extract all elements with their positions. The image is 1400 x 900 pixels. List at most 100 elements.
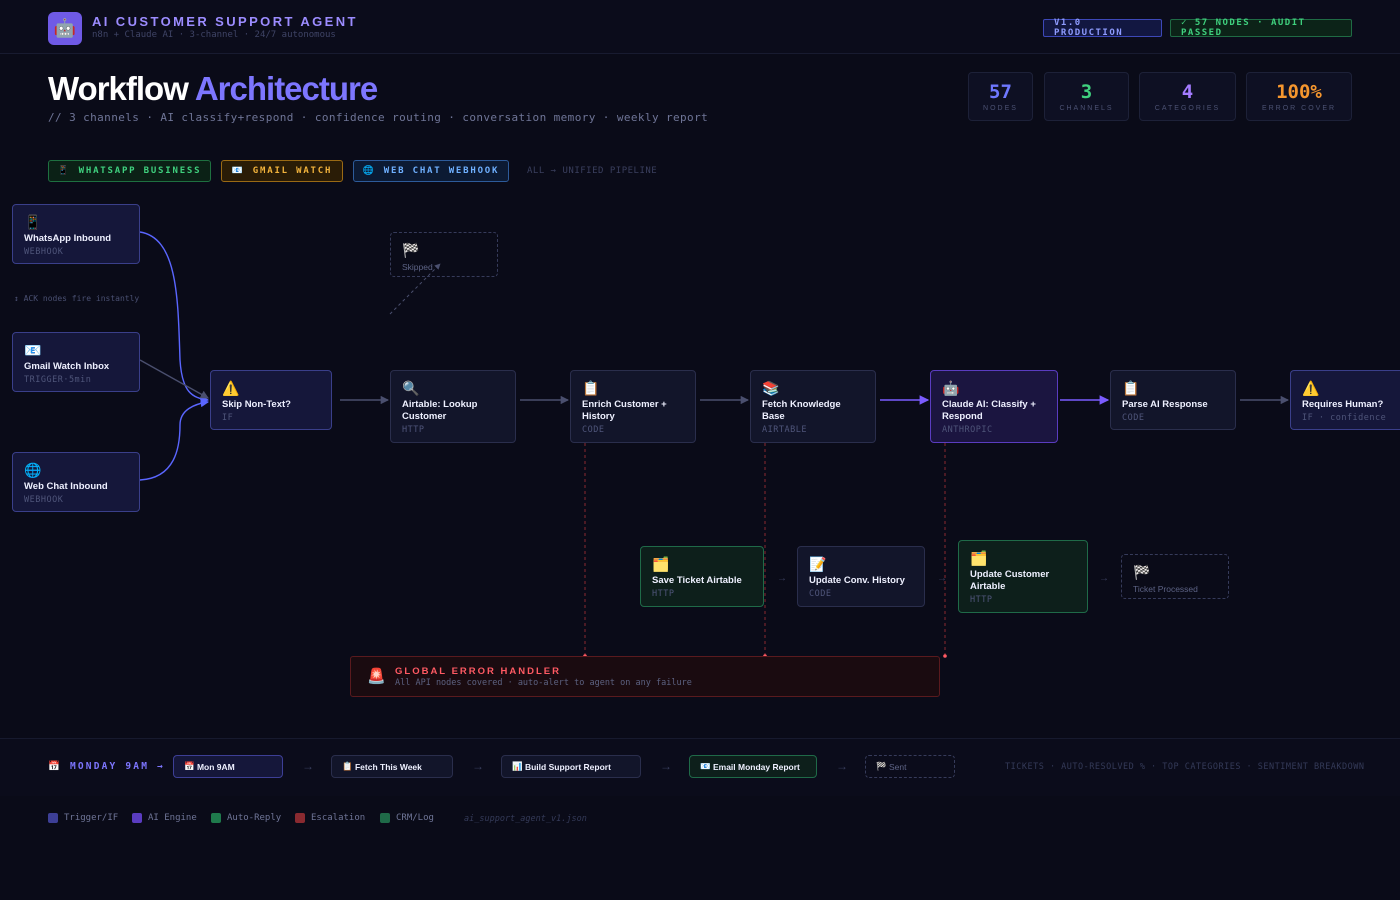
schedule-arrow: →	[472, 759, 484, 773]
legend-item-trigger: Trigger/IF	[48, 813, 118, 823]
legend-swatch	[48, 813, 58, 823]
clipboard-icon: 📋	[342, 761, 353, 771]
node-update-conv-history[interactable]: 📝 Update Conv. History CODE	[797, 546, 925, 607]
legend-item-escalation: Escalation	[295, 813, 365, 823]
edge-whatsapp-to-skip	[139, 231, 210, 404]
node-requires-human[interactable]: ⚠️ Requires Human? IF · confidence	[1290, 370, 1400, 430]
schedule-node-fetch-week[interactable]: 📋 Fetch This Week	[331, 755, 453, 778]
top-bar	[0, 0, 1400, 54]
node-type: WEBHOOK	[24, 247, 64, 257]
global-error-handler[interactable]: 🚨 GLOBAL ERROR HANDLER All API nodes cov…	[350, 656, 940, 697]
clipboard-icon: 📋	[582, 380, 600, 396]
schedule-arrow: →	[660, 759, 672, 773]
stat-value: 100%	[1276, 81, 1322, 103]
schedule-node-build-report[interactable]: 📊 Build Support Report	[501, 755, 641, 778]
warning-icon: ⚠️	[1302, 380, 1320, 396]
stat-nodes: 57 NODES	[968, 72, 1033, 121]
node-type: TRIGGER·5min	[24, 375, 92, 385]
svg-text:→: →	[777, 573, 787, 584]
channel-label: WHATSAPP BUSINESS	[78, 166, 202, 176]
pipeline-note: ALL → UNIFIED PIPELINE	[527, 166, 658, 176]
legend-swatch	[211, 813, 221, 823]
svg-text:→: →	[1099, 573, 1109, 584]
node-type: HTTP	[402, 425, 425, 435]
node-ticket-processed[interactable]: 🏁 Ticket Processed	[1121, 554, 1229, 599]
page-title-accent: Architecture	[194, 70, 378, 107]
mail-icon: 📧	[231, 166, 245, 176]
schedule-node-label: Sent	[888, 761, 907, 772]
phone-icon: 📱	[24, 214, 42, 230]
node-name: Fetch Knowledge Base	[762, 399, 841, 422]
node-skip-non-text[interactable]: ⚠️ Skip Non-Text? IF	[210, 370, 332, 430]
node-name: Skipped	[402, 262, 433, 272]
node-name: WhatsApp Inbound	[24, 233, 112, 244]
node-name: Update Customer Airtable	[970, 569, 1050, 592]
channel-gmail[interactable]: 📧 GMAIL WATCH	[221, 160, 343, 182]
node-fetch-knowledge-base[interactable]: 📚 Fetch Knowledge Base AIRTABLE	[750, 370, 876, 443]
node-type: CODE	[809, 589, 832, 599]
node-type: WEBHOOK	[24, 495, 64, 505]
error-handler-title: GLOBAL ERROR HANDLER	[395, 666, 561, 677]
stat-value: 57	[989, 81, 1012, 103]
schedule-node-label: Mon 9AM	[196, 761, 235, 772]
node-name: Skip Non-Text?	[222, 399, 291, 410]
search-icon: 🔍	[402, 380, 420, 396]
books-icon: 📚	[762, 380, 780, 396]
finish-flag-icon: 🏁	[876, 761, 887, 771]
error-handler-subtitle: All API nodes covered · auto-alert to ag…	[395, 678, 692, 688]
legend-label: Trigger/IF	[64, 813, 119, 823]
node-name: Gmail Watch Inbox	[24, 361, 110, 372]
memo-icon: 📝	[809, 556, 827, 572]
calendar-icon: 📅	[184, 761, 195, 771]
node-claude-classify[interactable]: 🤖 Claude AI: Classify + Respond ANTHROPI…	[930, 370, 1058, 443]
node-type: AIRTABLE	[762, 425, 807, 435]
node-gmail-watch[interactable]: 📧 Gmail Watch Inbox TRIGGER·5min	[12, 332, 140, 392]
node-name: Parse AI Response	[1122, 399, 1208, 410]
legend-swatch	[380, 813, 390, 823]
node-whatsapp-inbound[interactable]: 📱 WhatsApp Inbound WEBHOOK	[12, 204, 140, 264]
mail-icon: 📧	[24, 342, 42, 358]
node-save-ticket[interactable]: 🗂️ Save Ticket Airtable HTTP	[640, 546, 764, 607]
node-name: Claude AI: Classify + Respond	[942, 399, 1036, 422]
stat-label: CHANNELS	[1059, 105, 1114, 112]
node-airtable-lookup[interactable]: 🔍 Airtable: Lookup Customer HTTP	[390, 370, 516, 443]
channel-webchat[interactable]: 🌐 WEB CHAT WEBHOOK	[353, 160, 509, 182]
version-badge: V1.0 PRODUCTION	[1043, 18, 1162, 38]
bar-chart-icon: 📊	[512, 761, 523, 771]
legend-swatch	[295, 813, 305, 823]
globe-icon: 🌐	[24, 462, 42, 478]
node-web-chat-inbound[interactable]: 🌐 Web Chat Inbound WEBHOOK	[12, 452, 140, 512]
node-name: Web Chat Inbound	[24, 481, 108, 492]
node-type: HTTP	[970, 595, 993, 605]
legend-swatch	[132, 813, 142, 823]
channel-whatsapp[interactable]: 📱 WHATSAPP BUSINESS	[48, 160, 211, 182]
edge-webchat-to-skip	[139, 398, 210, 481]
schedule-node-label: Fetch This Week	[354, 761, 422, 772]
phone-icon: 📱	[57, 166, 71, 176]
node-skipped[interactable]: 🏁 Skipped	[390, 232, 498, 277]
warning-icon: ⚠️	[222, 380, 240, 396]
page-subtitle: // 3 channels · AI classify+respond · co…	[48, 111, 709, 124]
schedule-node-sent[interactable]: 🏁 Sent	[865, 755, 955, 778]
schedule-node-email-report[interactable]: 📧 Email Monday Report	[689, 755, 817, 778]
channel-label: WEB CHAT WEBHOOK	[383, 166, 500, 176]
finish-flag-icon: 🏁	[402, 242, 420, 258]
finish-flag-icon: 🏁	[1133, 564, 1151, 580]
schedule-arrow: →	[302, 759, 314, 773]
node-name: Save Ticket Airtable	[652, 575, 742, 586]
node-update-customer[interactable]: 🗂️ Update Customer Airtable HTTP	[958, 540, 1088, 613]
schedule-node-mon-9am[interactable]: 📅 Mon 9AM	[173, 755, 283, 778]
stat-label: NODES	[983, 105, 1018, 112]
legend-label: Auto-Reply	[227, 813, 282, 823]
schedule-summary: TICKETS · AUTO-RESOLVED % · TOP CATEGORI…	[1005, 762, 1365, 772]
schedule-node-label: Build Support Report	[524, 761, 611, 772]
node-name: Airtable: Lookup Customer	[402, 399, 478, 422]
channel-label: GMAIL WATCH	[252, 166, 333, 176]
clipboard-icon: 📋	[1122, 380, 1140, 396]
app-title: AI CUSTOMER SUPPORT AGENT	[92, 14, 358, 29]
node-enrich-customer[interactable]: 📋 Enrich Customer + History CODE	[570, 370, 696, 443]
node-type: IF · confidence	[1302, 413, 1387, 423]
node-name: Update Conv. History	[809, 575, 905, 586]
stat-label: CATEGORIES	[1154, 105, 1221, 112]
node-parse-ai-response[interactable]: 📋 Parse AI Response CODE	[1110, 370, 1236, 430]
